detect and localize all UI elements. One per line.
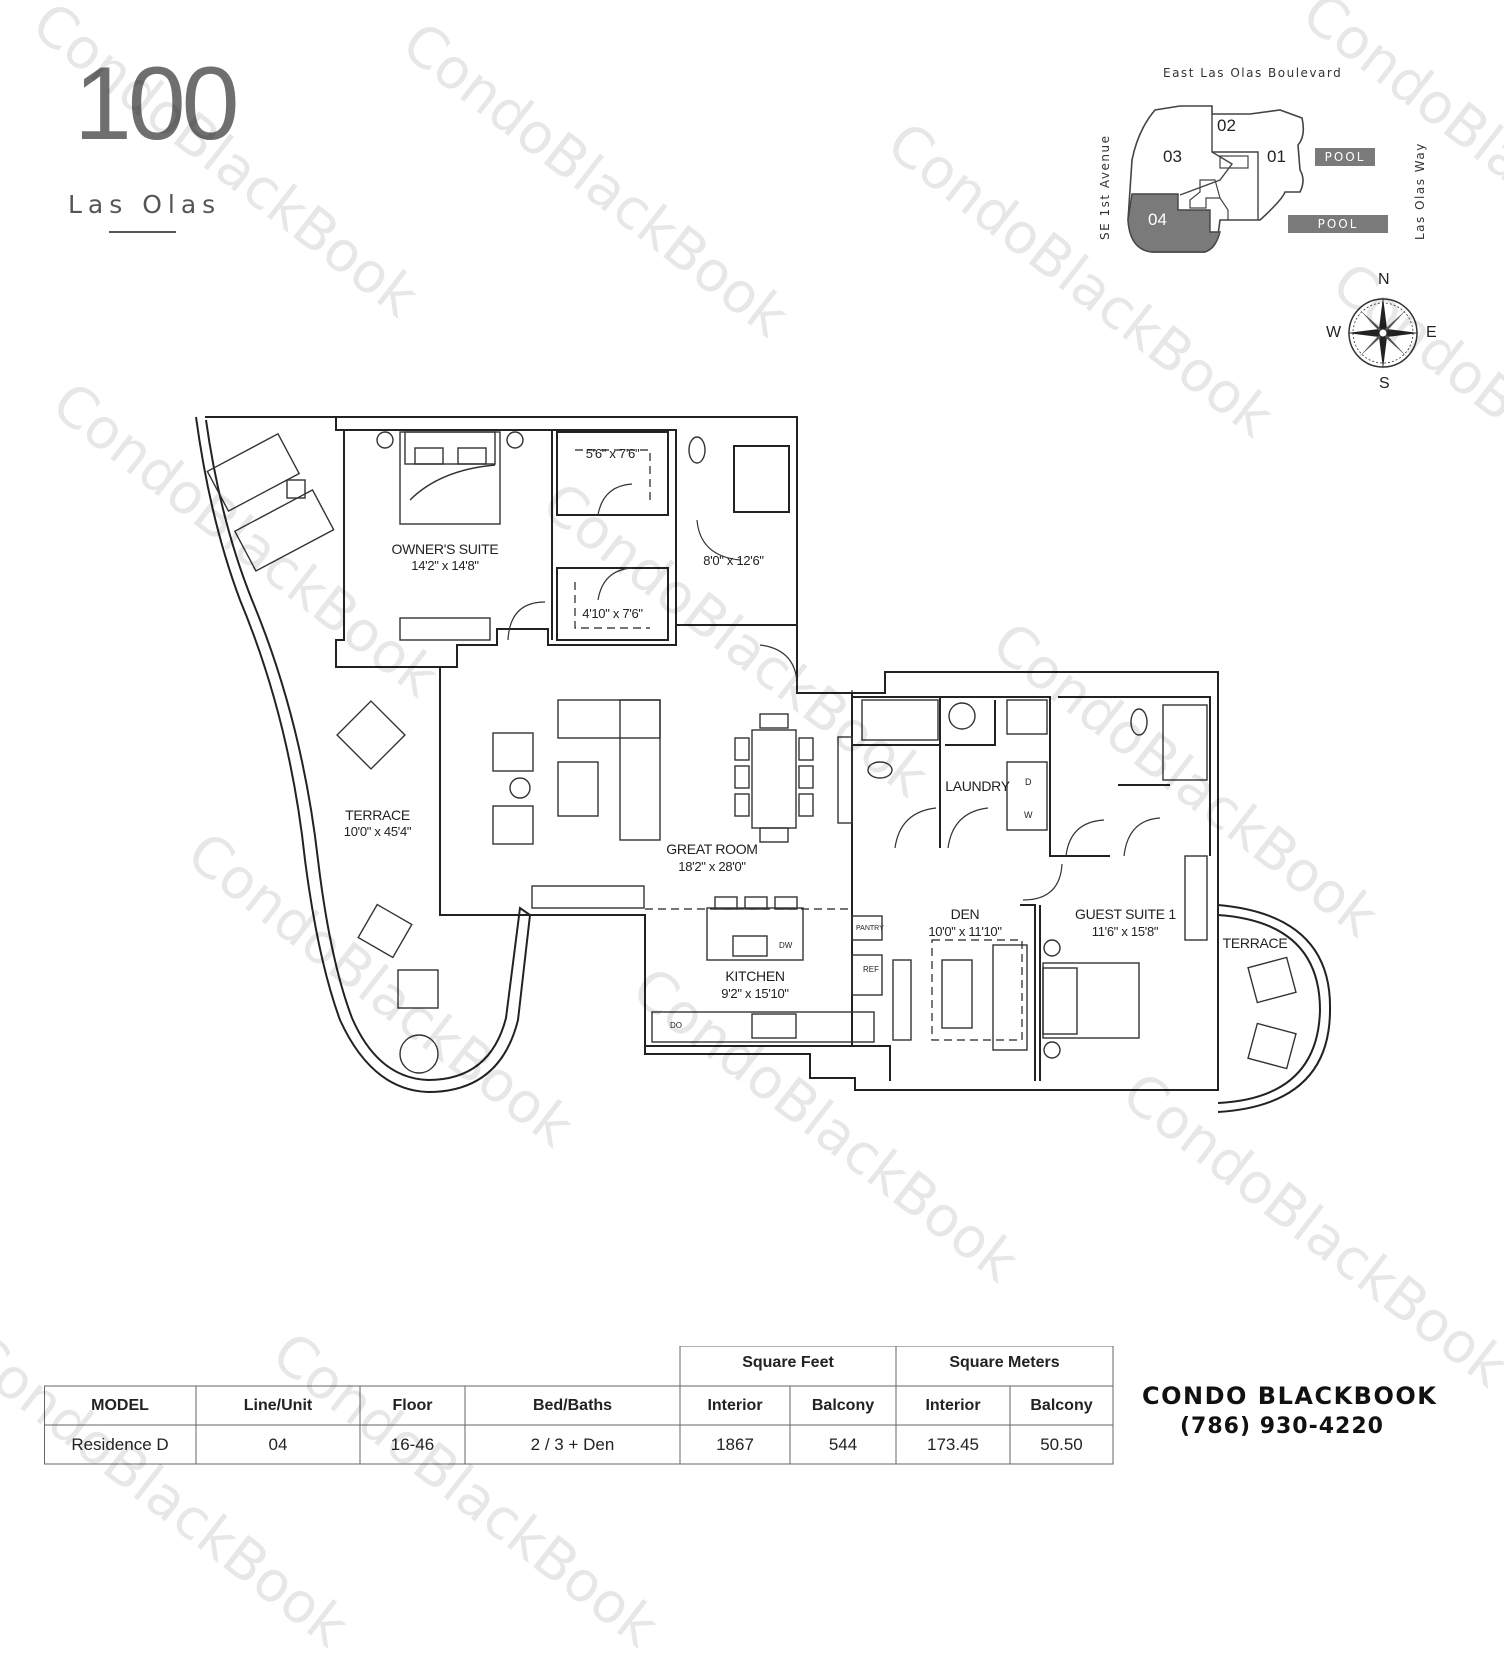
room-owner-bath-size: 8'0" x 12'6" [703, 553, 764, 568]
room-great-room-size: 18'2" x 28'0" [678, 859, 746, 874]
compass-rose-icon [1347, 297, 1419, 369]
table-cell-sqft-interior: 1867 [716, 1435, 754, 1454]
room-guest-suite-size: 11'6" x 15'8" [1091, 924, 1159, 939]
fixture-do: DO [670, 1021, 682, 1030]
room-owners-suite-name: OWNER'S SUITE [391, 541, 499, 557]
fixture-ref: REF [863, 965, 879, 974]
room-terrace-main-size: 10'0" x 45'4" [343, 824, 412, 839]
room-kitchen-size: 9'2" x 15'10" [721, 986, 789, 1001]
pool-tag-upper: POOL [1315, 148, 1375, 166]
room-owners-suite-size: 14'2" x 14'8" [411, 558, 479, 573]
contact-phone: (786) 930-4220 [1180, 1414, 1384, 1439]
specs-table-grid [44, 1346, 1114, 1465]
contact-name: CONDO BLACKBOOK [1142, 1382, 1437, 1410]
room-great-room-name: GREAT ROOM [666, 841, 758, 857]
room-kitchen-name: KITCHEN [725, 968, 785, 984]
compass-west: W [1326, 324, 1342, 341]
room-closet-2-size: 4'10" x 7'6" [582, 606, 643, 621]
street-north-label: East Las Olas Boulevard [1163, 66, 1343, 80]
table-cell-bed-baths: 2 / 3 + Den [530, 1435, 615, 1454]
unit-label-01: 01 [1267, 147, 1286, 166]
table-header-sqm-interior: Interior [925, 1397, 981, 1414]
table-header-sqft-balcony: Balcony [811, 1397, 875, 1414]
room-den-name: DEN [950, 906, 980, 922]
table-header-sqft-interior: Interior [707, 1397, 763, 1414]
brand-name: Las Olas [68, 190, 222, 219]
room-den-size: 10'0" x 11'10" [928, 924, 1002, 939]
table-header-sqm-balcony: Balcony [1030, 1397, 1093, 1414]
fixture-pantry: PANTRY [856, 925, 884, 932]
unit-04-highlight [1127, 193, 1221, 253]
table-cell-sqm-balcony: 50.50 [1040, 1435, 1083, 1454]
fixture-washer: W [1024, 810, 1033, 820]
table-cell-sqm-interior: 173.45 [927, 1435, 979, 1454]
table-header-bed-baths: Bed/Baths [532, 1397, 613, 1414]
room-terrace-small-name: TERRACE [1222, 935, 1288, 951]
table-cell-line-unit: 04 [268, 1435, 288, 1454]
brand-divider [109, 231, 176, 233]
table-group-square-feet: Square Feet [742, 1354, 834, 1371]
room-terrace-main-name: TERRACE [345, 807, 410, 823]
room-guest-suite-name: GUEST SUITE 1 [1075, 906, 1176, 922]
table-cell-model: Residence D [71, 1435, 169, 1454]
compass-east: E [1426, 324, 1437, 341]
specs-table: Square Feet Square Meters MODEL Line/Uni… [44, 1346, 1114, 1466]
table-cell-floor: 16-46 [390, 1435, 435, 1454]
site-key-map [1127, 105, 1305, 253]
unit-label-04: 04 [1148, 210, 1167, 229]
table-cell-sqft-balcony: 544 [828, 1435, 858, 1454]
room-laundry-name: LAUNDRY [945, 778, 1010, 794]
brand-number: 100 [74, 46, 240, 162]
fixture-dw: DW [779, 941, 793, 950]
contact-name-bold: CONDO [1142, 1382, 1248, 1410]
compass-south: S [1379, 375, 1390, 392]
table-header-model: MODEL [91, 1397, 149, 1414]
fixture-dryer: D [1025, 777, 1032, 787]
unit-label-02: 02 [1217, 116, 1236, 135]
table-header-floor: Floor [392, 1397, 433, 1414]
compass-north: N [1378, 271, 1390, 288]
room-closet-1-size: 5'6" x 7'6" [585, 446, 640, 461]
floor-plan [195, 416, 1332, 1113]
pool-tag-lower: POOL [1288, 215, 1388, 233]
table-header-line-unit: Line/Unit [243, 1397, 313, 1414]
table-group-square-meters: Square Meters [949, 1354, 1060, 1371]
contact-name-rest: BLACKBOOK [1257, 1382, 1438, 1410]
unit-label-03: 03 [1163, 147, 1182, 166]
